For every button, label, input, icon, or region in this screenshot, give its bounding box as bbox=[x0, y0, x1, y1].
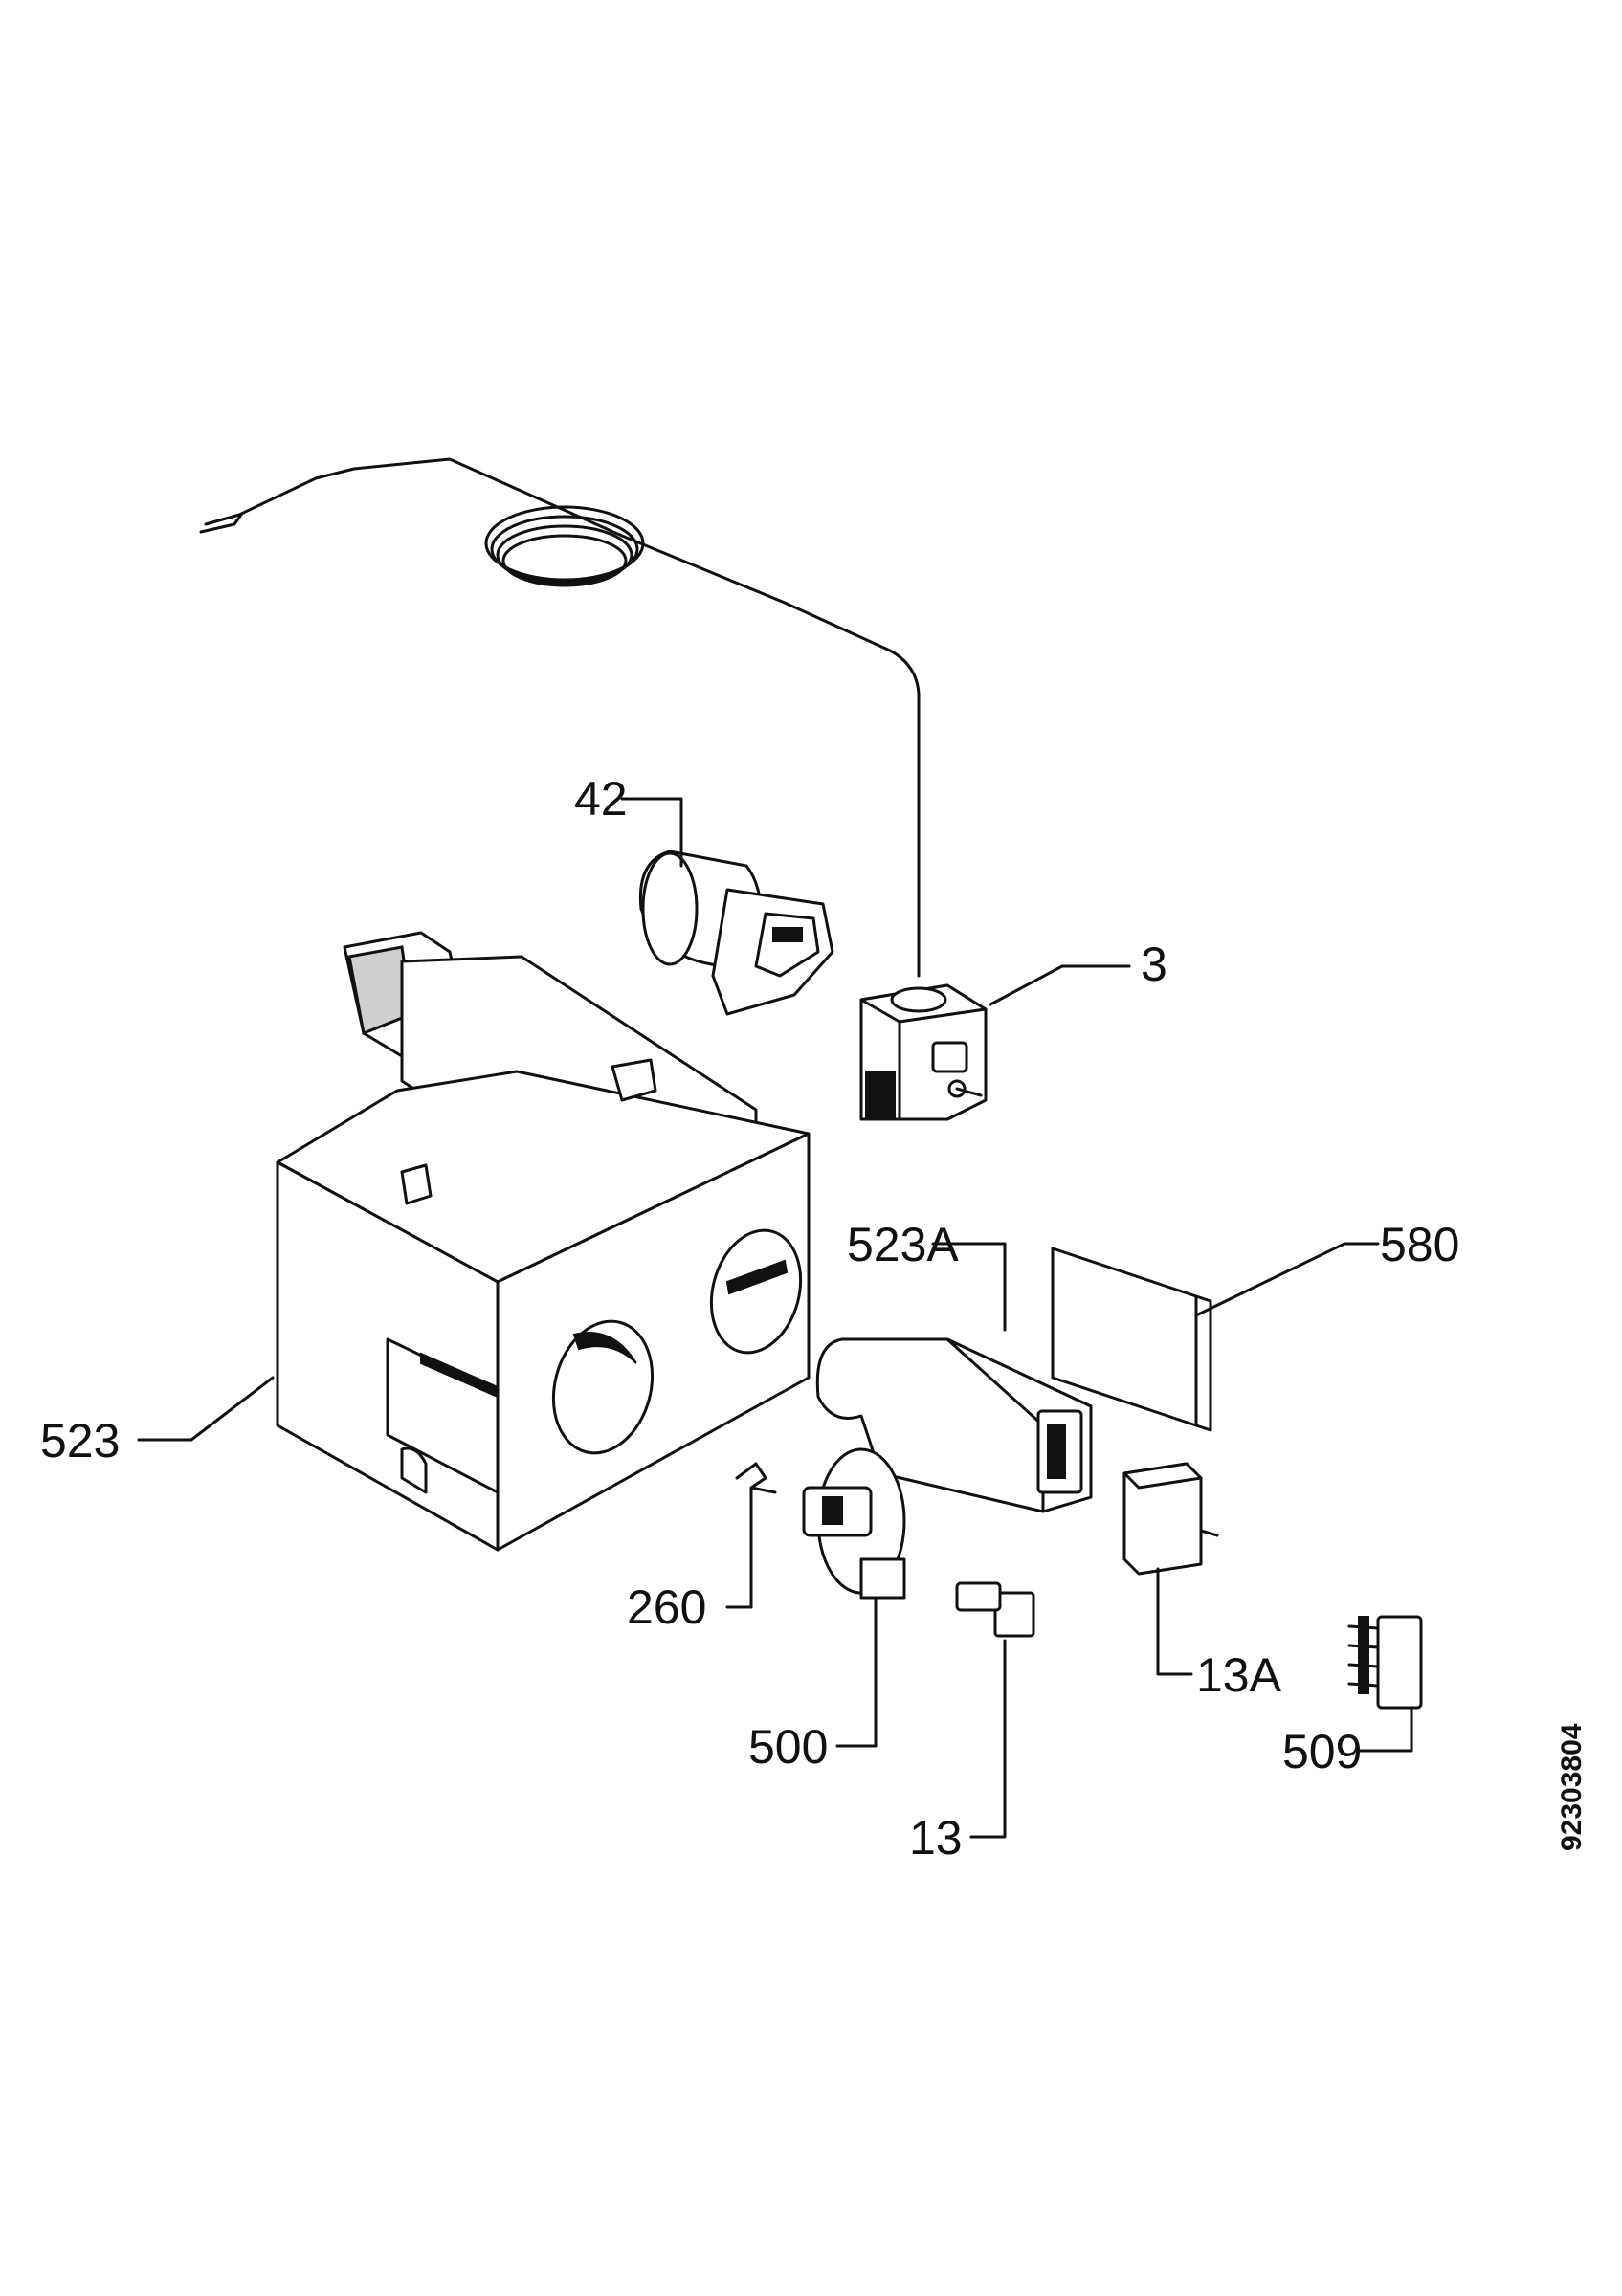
part-labels: 42 3 523A 580 523 260 500 13A 13 509 bbox=[40, 772, 1459, 1865]
label-42: 42 bbox=[574, 772, 628, 826]
label-523: 523 bbox=[40, 1414, 120, 1468]
label-580: 580 bbox=[1380, 1218, 1459, 1271]
label-3: 3 bbox=[1141, 938, 1167, 991]
label-500: 500 bbox=[748, 1720, 828, 1774]
document-number: 92303804 bbox=[1556, 1723, 1588, 1851]
label-260: 260 bbox=[627, 1580, 706, 1634]
part-3-thermostat bbox=[859, 983, 988, 1121]
part-13a-button bbox=[1122, 1462, 1219, 1576]
part-523-housing bbox=[276, 931, 811, 1552]
leader-lines bbox=[137, 797, 1413, 1839]
part-260-clip bbox=[735, 1462, 777, 1494]
part-509-connector bbox=[1347, 1615, 1423, 1710]
part-13-pin bbox=[955, 1581, 1035, 1638]
part-500-knob bbox=[802, 1447, 906, 1600]
label-13: 13 bbox=[909, 1811, 963, 1865]
label-509: 509 bbox=[1282, 1725, 1362, 1778]
label-523a: 523A bbox=[847, 1218, 959, 1271]
label-13a: 13A bbox=[1196, 1648, 1282, 1702]
part-580-panel bbox=[1051, 1247, 1212, 1432]
capillary-tube bbox=[199, 457, 921, 978]
part-42-lamp-holder bbox=[638, 850, 834, 1016]
